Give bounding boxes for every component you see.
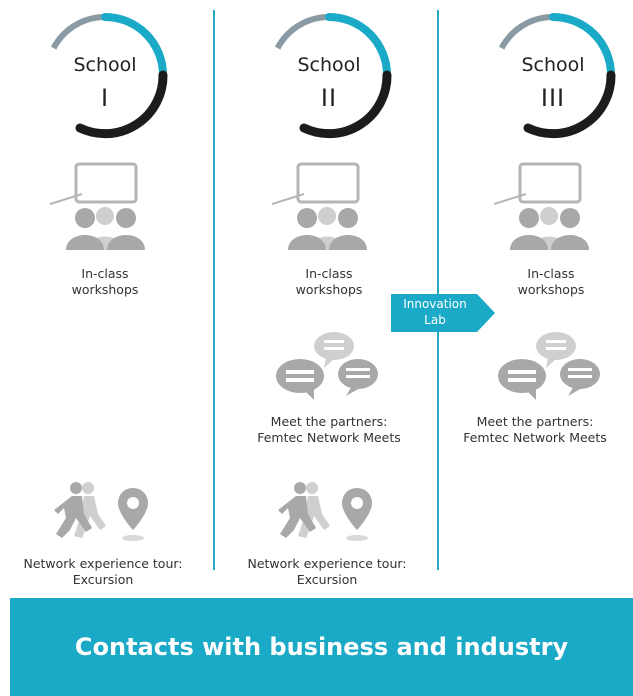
column-divider-1 (213, 10, 215, 570)
network-tour-label: Network experience tour: Excursion (247, 556, 407, 587)
innovation-lab-label: Innovation Lab (403, 297, 467, 327)
innovation-lab-arrow (391, 294, 495, 332)
whiteboard-workshop-icon (50, 162, 145, 250)
in-class-workshops-label: In-class workshops (295, 266, 363, 297)
in-class-workshops-label: In-class workshops (517, 266, 585, 297)
walking-people-icon (54, 482, 106, 538)
school-ring-icon (492, 13, 616, 139)
network-tour-label: Network experience tour: Excursion (23, 556, 183, 587)
school-title: School (297, 54, 361, 76)
school-ring-icon (44, 13, 168, 139)
whiteboard-workshop-icon (272, 162, 367, 250)
meet-partners-label: Meet the partners: Femtec Network Meets (257, 414, 401, 445)
banner-text: Contacts with business and industry (74, 633, 569, 661)
school-numeral: III (540, 84, 566, 112)
in-class-workshops-label: In-class workshops (71, 266, 139, 297)
column-divider-2 (437, 10, 439, 570)
school-title: School (73, 54, 137, 76)
whiteboard-workshop-icon (494, 162, 589, 250)
school-ring-icon (268, 13, 392, 139)
meet-partners-label: Meet the partners: Femtec Network Meets (463, 414, 607, 445)
school-numeral: II (320, 84, 338, 112)
speech-bubbles-icon (498, 332, 600, 400)
location-pin-icon (342, 488, 372, 541)
business-industry-banner: Contacts with business and industry (10, 598, 633, 696)
speech-bubbles-icon (276, 332, 378, 400)
location-pin-icon (118, 488, 148, 541)
walking-people-icon (278, 482, 330, 538)
school-numeral: I (100, 84, 110, 112)
school-title: School (521, 54, 585, 76)
